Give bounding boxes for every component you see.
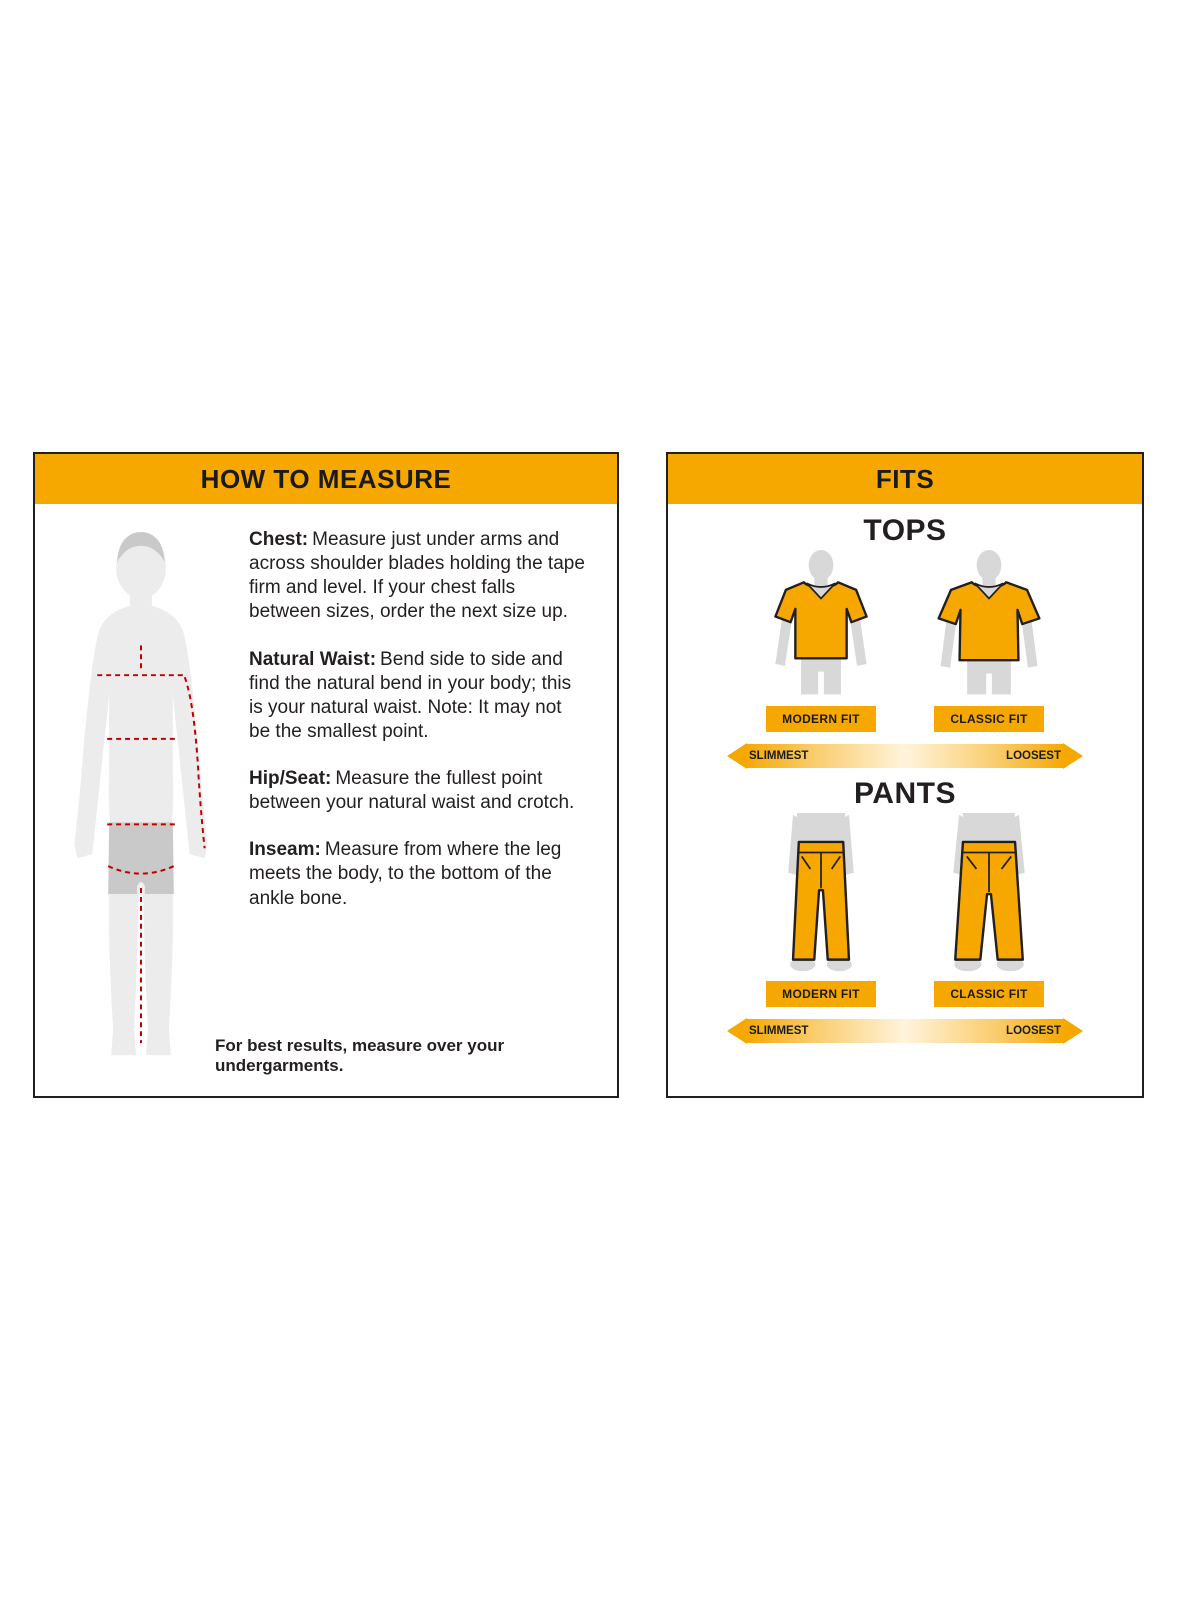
measure-item-natural-waist: Natural Waist:Bend side to side and find… [249,648,585,745]
tops-fit-range-arrow: SLIMMEST LOOSEST [727,743,1083,769]
measure-text-inseam: Measure from where the leg meets the bod… [249,839,562,909]
pants-fit-range-arrow: SLIMMEST LOOSEST [727,1018,1083,1044]
pants-classic-fit-figure: CLASSIC FIT [924,813,1054,1007]
hair [117,531,165,562]
pants-slimmest-label: SLIMMEST [749,1025,809,1037]
tops-modern-fit-figure: MODERN FIT [756,550,886,732]
shorts [108,822,174,894]
arrow-right-icon [1063,743,1083,769]
measure-instructions: Chest:Measure just under arms and across… [237,528,595,1078]
measure-item-chest: Chest:Measure just under arms and across… [249,528,585,625]
figure-head [976,550,1002,581]
figure-right-foot [996,957,1024,972]
pants-body [954,840,1024,961]
measure-label-natural-waist: Natural Waist: [249,648,377,670]
measure-footnote: For best results, measure over your unde… [215,1036,505,1075]
arrow-gradient-bar [745,744,1065,768]
figure-left-foot [790,957,816,972]
figure-head [808,550,834,581]
measure-text-natural-waist: Bend side to side and find the natural b… [249,648,572,742]
how-to-measure-panel: HOW TO MEASURE [33,452,619,1098]
figure-left-arm [940,622,956,668]
figure-right-foot [826,957,852,972]
pants-modern-fit-label: MODERN FIT [766,981,876,1007]
fits-title: FITS [668,454,1142,504]
pants-classic-fit-label: CLASSIC FIT [934,981,1044,1007]
tshirt-modern-fit-icon [774,550,868,695]
pants-left-pocket-line [800,855,812,870]
figure-legs [801,656,841,695]
measure-label-hip-seat: Hip/Seat: [249,768,332,789]
figure-neck [982,574,996,587]
tshirt-vneck [806,582,836,600]
pants-body [791,840,851,961]
pants-right-pocket-line [1000,855,1012,870]
pants-left-pocket-line [966,855,978,870]
tops-figures-row: MODERN FIT CLASSIC FIT [756,550,1054,732]
tshirt-vneck [974,582,1004,600]
arrow-right-icon [1063,1018,1083,1044]
tops-loosest-label: LOOSEST [1006,750,1061,762]
arrow-left-icon [727,743,747,769]
figure-legs [967,658,1011,695]
pants-modern-fit-icon [788,813,854,972]
measure-label-chest: Chest: [249,529,309,550]
measure-label-inseam: Inseam: [249,839,321,861]
figure-neck [814,574,828,587]
how-to-measure-title: HOW TO MEASURE [35,454,617,504]
pants-heading: PANTS [854,777,956,810]
how-to-measure-body: Chest:Measure just under arms and across… [35,504,617,1096]
figure-torso [962,813,1016,846]
measurement-figure-wrap [51,528,237,1078]
fits-panel: FITS TOPS MODERN FIT [666,452,1144,1098]
figure-left-foot [954,957,982,972]
tops-classic-fit-label: CLASSIC FIT [934,706,1044,732]
pants-loosest-label: LOOSEST [1006,1025,1061,1037]
figure-right-arm [1022,622,1038,668]
figure-left-arm [788,814,801,875]
figure-left-arm [953,814,967,875]
arm-tape-line [183,676,206,849]
tops-modern-fit-label: MODERN FIT [766,706,876,732]
pants-classic-fit-icon [953,813,1025,972]
male-measurement-figure-icon [74,531,208,1056]
head [116,536,166,599]
measure-item-hip-seat: Hip/Seat:Measure the fullest point betwe… [249,767,585,815]
figure-right-arm [841,814,854,875]
tops-slimmest-label: SLIMMEST [749,750,809,762]
arrow-gradient-bar [745,1019,1065,1043]
tshirt-classic-fit-icon [937,550,1041,695]
figure-torso [796,813,846,846]
figure-right-arm [850,618,867,666]
figure-right-arm [1011,814,1025,875]
measure-text-chest: Measure just under arms and across shoul… [249,529,585,623]
fits-body: TOPS MODERN FIT [668,504,1142,1048]
measure-item-inseam: Inseam:Measure from where the leg meets … [249,838,585,910]
measure-text-hip-seat: Measure the fullest point between your n… [249,768,575,814]
pants-right-pocket-line [830,855,842,870]
tops-classic-fit-figure: CLASSIC FIT [924,550,1054,732]
tops-heading: TOPS [863,514,947,547]
pants-figures-row: MODERN FIT [756,813,1054,1007]
arrow-left-icon [727,1018,747,1044]
pants-modern-fit-figure: MODERN FIT [756,813,886,1007]
figure-left-arm [775,618,792,666]
